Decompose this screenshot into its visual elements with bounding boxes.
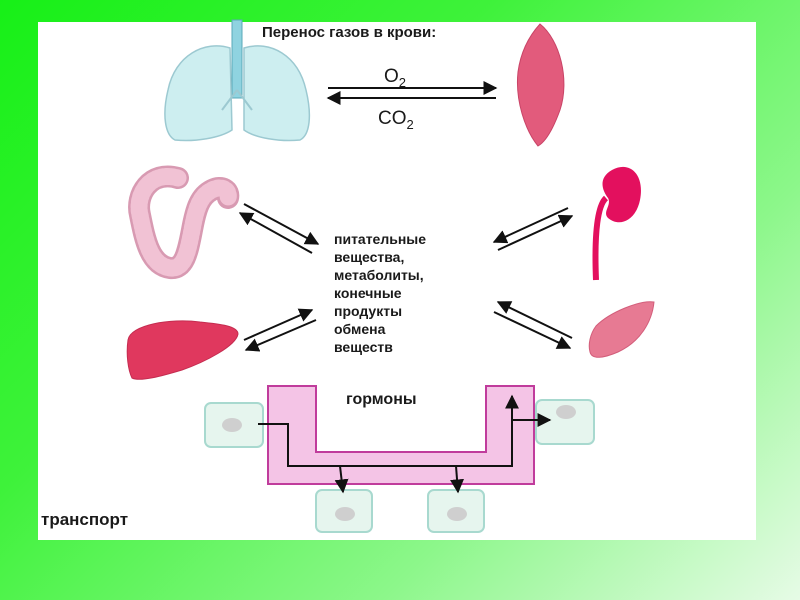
- cell-icon: [535, 399, 595, 445]
- cell-nucleus: [556, 405, 576, 419]
- diagram-title: Перенос газов в крови:: [262, 24, 436, 41]
- cell-nucleus: [335, 507, 355, 521]
- hormone-to-cell-arrow: [450, 465, 465, 494]
- liver-icon: [126, 320, 239, 380]
- cell-icons: [204, 399, 595, 533]
- arrow-center-to-liver: [244, 319, 317, 352]
- muscle-icon: [516, 23, 565, 147]
- arrow-tissue-to-center: [496, 301, 573, 339]
- hormone-to-cell-arrow: [334, 465, 349, 494]
- center-substances: питательные вещества, метаболиты, конечн…: [334, 231, 426, 355]
- o2-label: O2: [384, 66, 406, 90]
- lungs-icon: [164, 19, 311, 142]
- hormone-flow-arrow: [258, 394, 519, 467]
- center-line: метаболиты,: [334, 267, 424, 283]
- arrow-center-to-tissue: [493, 311, 572, 349]
- center-line: конечные: [334, 285, 402, 301]
- hormones-label: гормоны: [346, 391, 417, 408]
- arrow-intestine-to-center: [243, 203, 320, 245]
- tissue-icon: [588, 301, 655, 358]
- intestine-texture: [130, 168, 237, 277]
- center-line: веществ: [334, 339, 393, 355]
- center-line: вещества,: [334, 249, 404, 265]
- co2-label: CO2: [378, 108, 414, 132]
- cell-nucleus: [447, 507, 467, 521]
- arrow-center-to-intestine: [238, 212, 313, 254]
- cell-nucleus: [222, 418, 242, 432]
- center-line: питательные: [334, 231, 426, 247]
- kidney-icon: [592, 166, 641, 281]
- hormone-channel: [267, 385, 535, 485]
- transport-label: транспорт: [41, 510, 128, 529]
- arrow-center-to-kidney: [497, 214, 574, 251]
- exchange-arrows: [238, 203, 574, 352]
- center-line: обмена: [334, 321, 386, 337]
- arrow-liver-to-center: [243, 308, 314, 341]
- arrow-kidney-to-center: [492, 207, 569, 244]
- center-line: продукты: [334, 303, 402, 319]
